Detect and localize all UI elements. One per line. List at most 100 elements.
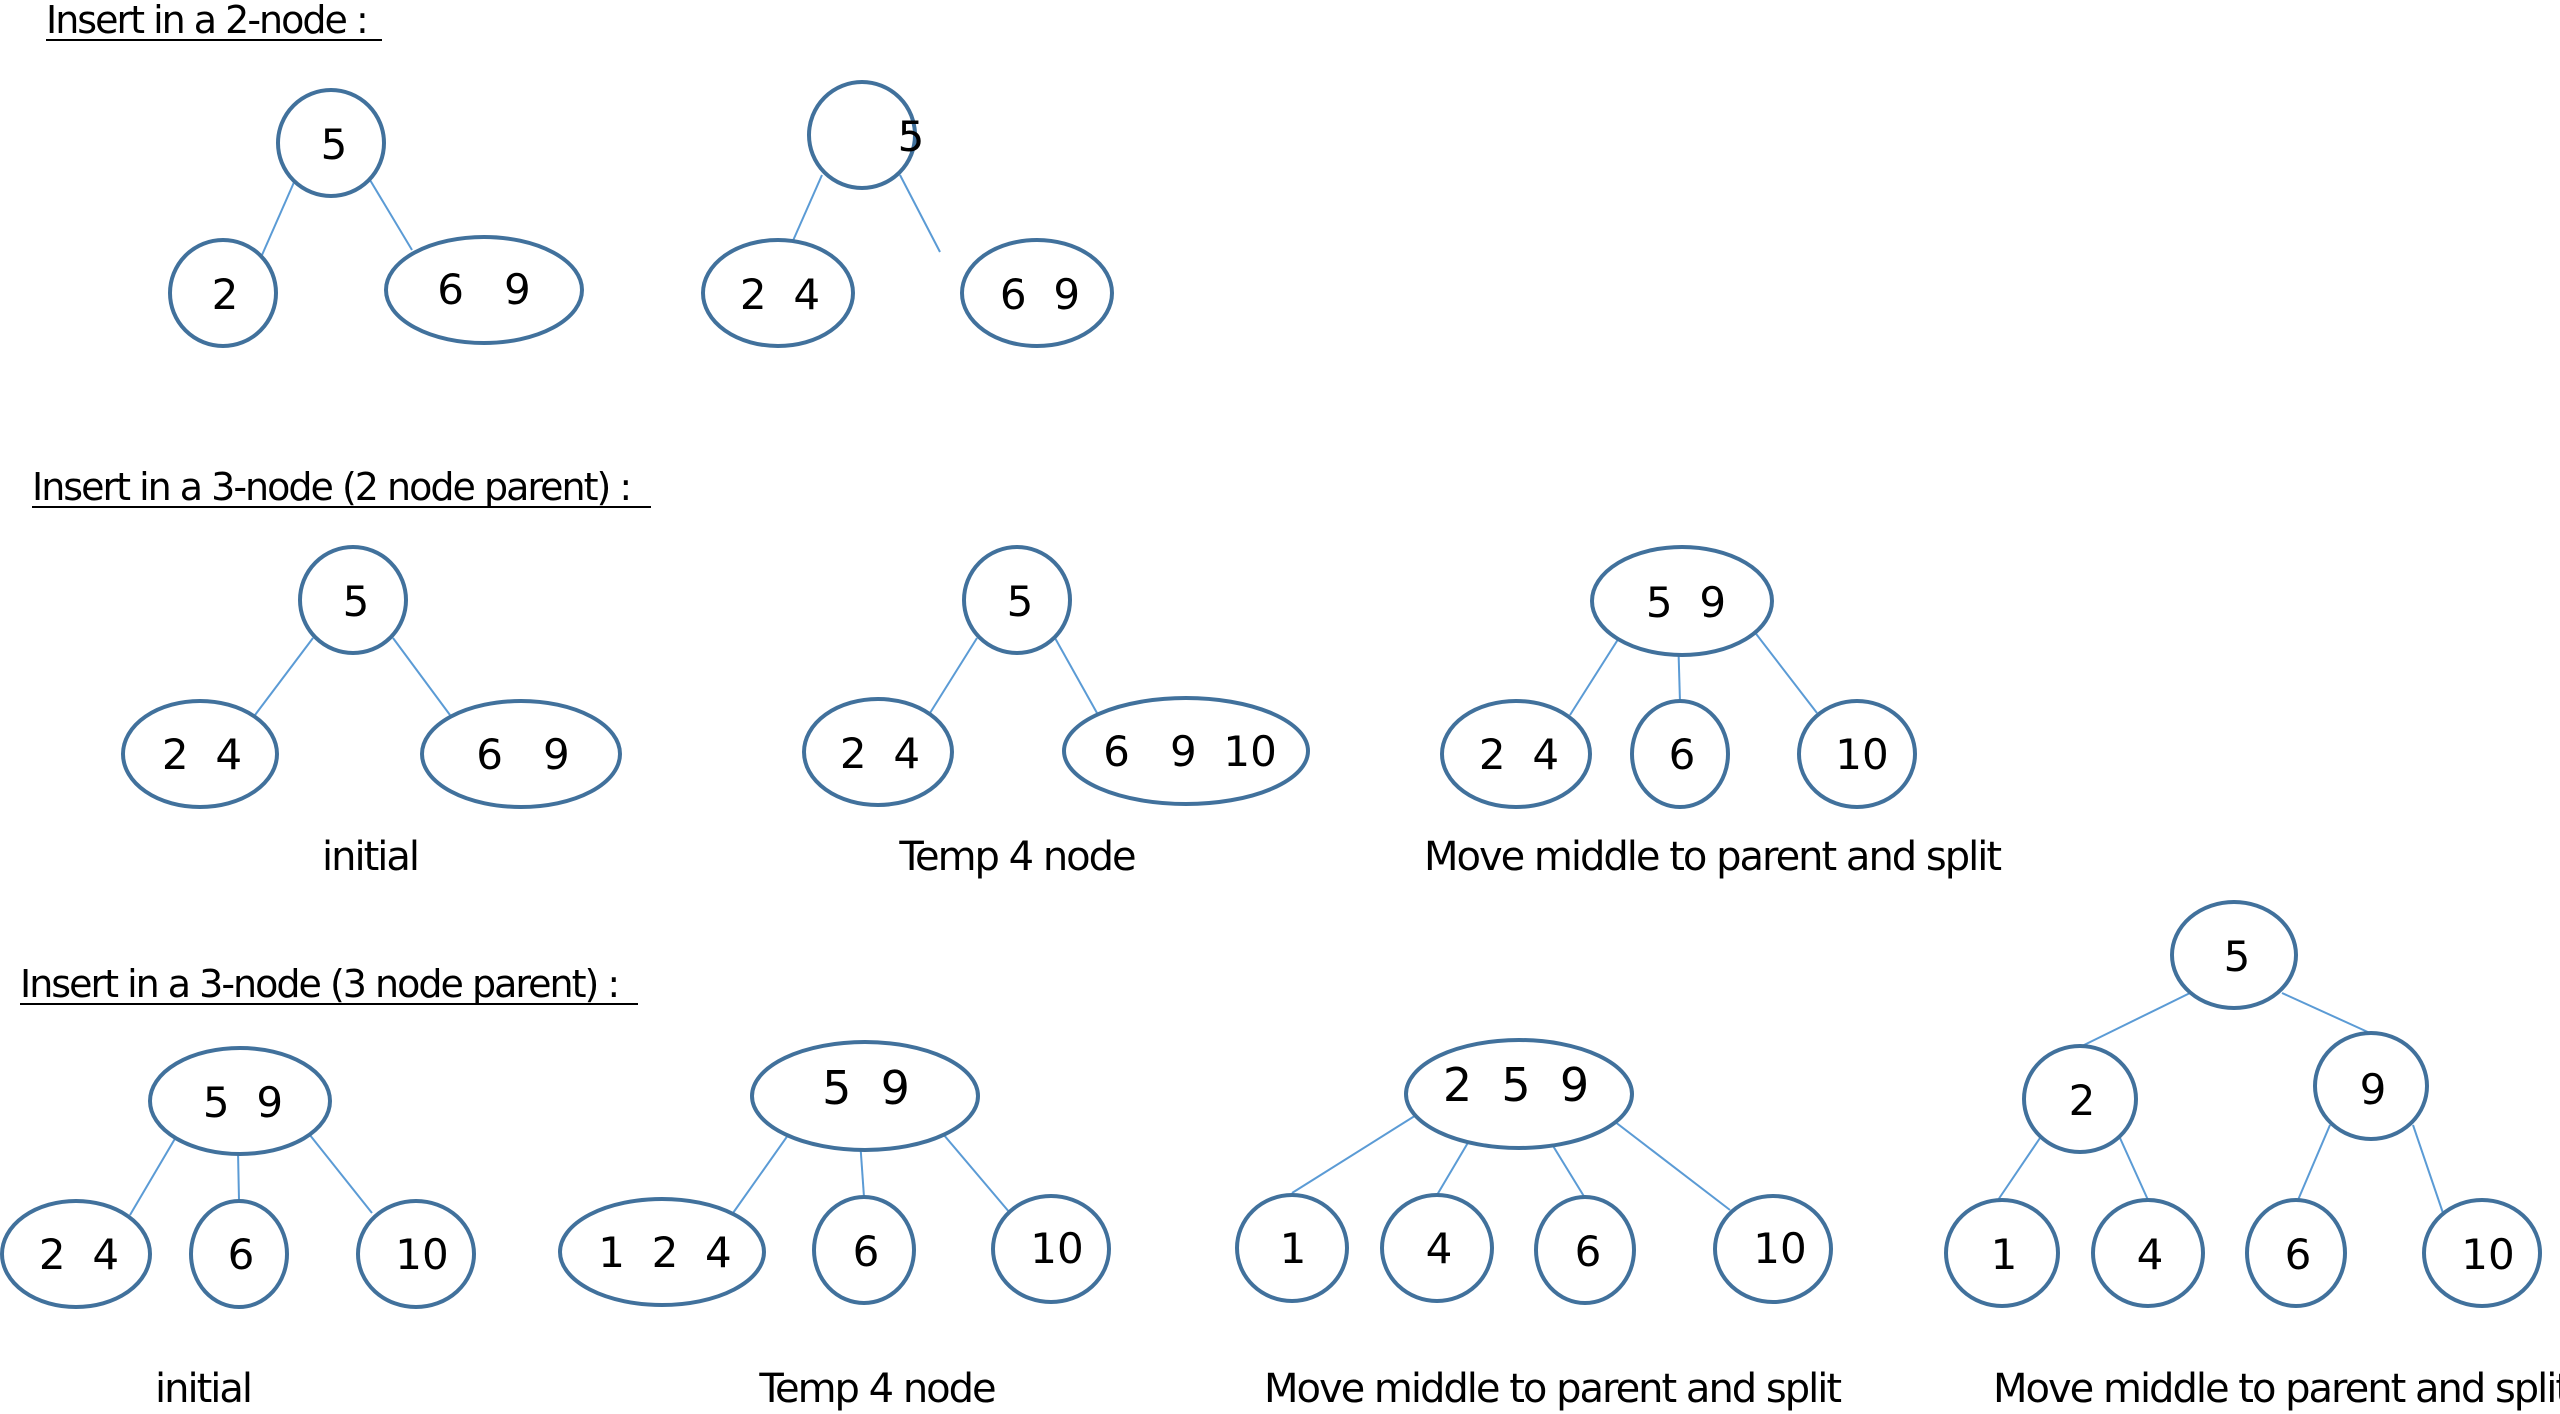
node-label: 5 [898, 112, 925, 161]
tree-node [2170, 900, 2298, 1010]
node-label: 1 [1991, 1230, 2018, 1279]
node-label: 5 9 [203, 1078, 283, 1127]
node-label: 2 [2069, 1076, 2096, 1125]
node-label: 5 [321, 120, 348, 169]
tree-node [148, 1046, 332, 1156]
tree-3-node-2-parent-split: 5 9 2 4 6 10 [1440, 545, 1917, 809]
node-label: 2 4 [1479, 730, 1559, 779]
tree-node [1713, 1194, 1833, 1304]
node-label: 6 [853, 1227, 880, 1276]
tree-node [2022, 1044, 2138, 1154]
node-label: 2 4 [740, 270, 820, 319]
node-label: 6 [2285, 1230, 2312, 1279]
tree-node [420, 699, 622, 809]
tree-3-node-3-parent-split: 2 5 9 1 4 6 10 [1235, 1038, 1833, 1305]
edge [2412, 1124, 2445, 1217]
node-label: 6 [1575, 1227, 1602, 1276]
tree-node [2313, 1031, 2429, 1141]
tree-node [558, 1197, 766, 1307]
tree-node [121, 699, 279, 809]
tree-node [1534, 1195, 1636, 1305]
edge [254, 637, 314, 716]
tree-node [2091, 1198, 2205, 1308]
node-label: 5 9 [822, 1061, 910, 1115]
edge [369, 179, 413, 251]
caption-initial: initial [155, 1366, 251, 1412]
node-label: 2 5 9 [1443, 1058, 1589, 1112]
tree-node [1404, 1038, 1634, 1150]
edge [929, 637, 978, 714]
edge [261, 179, 296, 256]
tree-2-node-initial: 5 2 6 9 [168, 88, 584, 348]
tree-3-node-3-parent-temp: 5 9 1 2 4 6 10 [558, 1040, 1111, 1307]
tree-node [701, 238, 855, 348]
node-label: 6 9 10 [1103, 727, 1277, 776]
tree-node [1380, 1193, 1494, 1303]
tree-node [1797, 699, 1917, 809]
tree-node [750, 1040, 980, 1152]
heading-insert-2-node: Insert in a 2-node : [46, 0, 367, 42]
edge [2297, 1124, 2331, 1201]
tree-node [802, 697, 954, 807]
tree-node [384, 235, 584, 345]
tree-node [298, 545, 408, 655]
tree-2-node-after: 5 2 4 6 9 [701, 80, 1114, 348]
node-label: 10 [395, 1230, 448, 1279]
edge [1054, 637, 1098, 714]
tree-node [962, 545, 1072, 655]
node-label: 6 9 [437, 265, 531, 314]
node-label: 6 9 [476, 730, 570, 779]
node-label: 9 [2360, 1065, 2387, 1114]
tree-node [960, 238, 1114, 348]
tree-node [276, 88, 386, 198]
node-label: 1 [1280, 1224, 1307, 1273]
tree-node [1590, 545, 1774, 657]
tree-node [168, 238, 278, 348]
node-label: 5 9 [1646, 578, 1726, 627]
node-label: 2 4 [840, 729, 920, 778]
node-label: 10 [1030, 1224, 1083, 1273]
node-label: 5 [343, 577, 370, 626]
node-label: 6 [1669, 730, 1696, 779]
node-label: 2 4 [39, 1230, 119, 1279]
tree-node [807, 80, 917, 190]
heading-insert-3-node-2-parent: Insert in a 3-node (2 node parent) : [32, 465, 630, 509]
edge [2081, 992, 2191, 1047]
node-label: 5 [2224, 932, 2251, 981]
caption-move-middle: Move middle to parent and split [1424, 834, 2001, 880]
tree-3-node-3-parent-initial: 5 9 2 4 6 10 [0, 1046, 476, 1309]
tree-node [1944, 1198, 2060, 1308]
node-label: 10 [1835, 730, 1888, 779]
tree-node [812, 1195, 916, 1305]
caption-initial: initial [322, 834, 418, 880]
tree-3-node-2-parent-temp: 5 2 4 6 9 10 [802, 545, 1310, 807]
edge [392, 637, 451, 716]
tree-node [1440, 699, 1592, 809]
node-label: 4 [1426, 1224, 1453, 1273]
node-label: 6 [228, 1230, 255, 1279]
tree-3-node-3-parent-final: 5 2 9 1 4 6 10 [1944, 900, 2542, 1308]
node-label: 2 [212, 270, 239, 319]
caption-move-middle: Move middle to parent and split [1264, 1366, 1841, 1412]
caption-move-middle: Move middle to parent and split [1993, 1366, 2560, 1412]
edge [2119, 1137, 2149, 1201]
tree-node [2245, 1198, 2347, 1308]
node-label: 6 9 [1000, 270, 1080, 319]
tree-3-node-2-parent-initial: 5 2 4 6 9 [121, 545, 622, 809]
edge [1997, 1137, 2041, 1201]
node-label: 4 [2137, 1230, 2164, 1279]
node-label: 1 2 4 [598, 1228, 732, 1277]
node-label: 10 [1753, 1224, 1806, 1273]
tree-node [1062, 696, 1310, 806]
tree-node [1630, 699, 1730, 809]
tree-node [0, 1199, 152, 1309]
heading-insert-3-node-3-parent: Insert in a 3-node (3 node parent) : [20, 962, 618, 1006]
node-label: 10 [2461, 1230, 2514, 1279]
tree-node [991, 1194, 1111, 1304]
caption-temp-4-node: Temp 4 node [758, 1366, 995, 1412]
caption-temp-4-node: Temp 4 node [898, 834, 1135, 880]
tree-node [1235, 1193, 1349, 1303]
tree-node [356, 1199, 476, 1309]
node-label: 2 4 [162, 730, 242, 779]
